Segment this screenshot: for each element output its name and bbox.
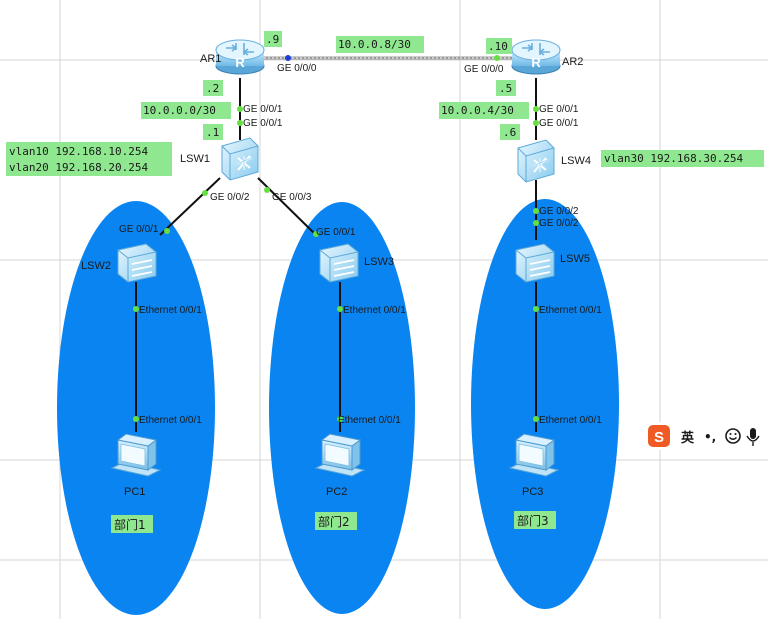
ime-punctuation-toggle[interactable]: •, [704,430,716,444]
switch-lsw2-icon[interactable] [117,243,157,283]
host-label-ar1-9: .9 [266,33,279,46]
network-label-10-0-0-0: 10.0.0.0/30 [143,104,216,117]
device-label-lsw4: LSW4 [561,155,591,167]
vlan-note-lsw1-line1: vlan10 192.168.10.254 [9,145,148,158]
device-label-ar1: AR1 [200,53,221,65]
link-lsw1-lsw3 [257,177,317,236]
port-label-ar2-ge000: GE 0/0/0 [464,64,504,75]
port-label-ar1-ge000: GE 0/0/0 [277,63,317,74]
port-label-ar1-ge001: GE 0/0/1 [243,104,283,115]
device-label-lsw1: LSW1 [180,153,210,165]
microphone-icon[interactable] [746,428,760,446]
port-label-pc3-eth001: Ethernet 0/0/1 [539,415,602,426]
port-label-pc1-eth001: Ethernet 0/0/1 [139,415,202,426]
port-label-lsw4-ge002: GE 0/0/2 [539,206,579,217]
ime-language-toggle[interactable]: 英 [680,430,695,446]
device-label-lsw2: LSW2 [81,260,111,272]
host-label-lsw1-1: .1 [206,126,219,139]
annotation-boxes: .9 10.0.0.8/30 .10 .2 10.0.0.0/30 .1 .5 … [6,31,764,533]
port-label-lsw2-ge001: GE 0/0/1 [119,224,159,235]
switch-lsw1-icon[interactable] [221,137,259,181]
host-label-ar1-2: .2 [206,82,219,95]
port-label-lsw4-ge001: GE 0/0/1 [539,118,579,129]
pc1-icon[interactable] [111,433,161,477]
network-label-10-0-0-8: 10.0.0.8/30 [338,38,411,51]
department-2-area [269,202,415,614]
vlan-note-lsw4: vlan30 192.168.30.254 [604,152,743,165]
device-label-pc3: PC3 [522,486,543,498]
switch-lsw5-icon[interactable] [515,243,555,283]
host-label-ar2-5: .5 [499,82,512,95]
pc2-icon[interactable] [315,433,365,477]
port-label-lsw3-eth001: Ethernet 0/0/1 [343,305,406,316]
device-label-pc2: PC2 [326,486,347,498]
svg-text:S: S [654,429,664,446]
port-label-lsw1-ge003: GE 0/0/3 [272,192,312,203]
router-ar1-icon[interactable] [215,39,265,75]
port-dots [133,55,539,422]
port-label-lsw5-eth001: Ethernet 0/0/1 [539,305,602,316]
router-ar2-icon[interactable] [511,39,561,75]
port-label-lsw3-ge001: GE 0/0/1 [316,227,356,238]
department-label-3: 部门3 [517,513,549,528]
device-label-ar2: AR2 [562,56,583,68]
device-label-lsw3: LSW3 [364,256,394,268]
smiley-icon[interactable] [725,428,741,444]
link-lsw1-lsw2 [159,177,221,236]
department-label-1: 部门1 [114,517,146,532]
device-label-pc1: PC1 [124,486,145,498]
device-label-lsw5: LSW5 [560,253,590,265]
host-label-ar2-10: .10 [488,40,508,53]
switch-lsw4-icon[interactable] [517,139,555,183]
department-3-area [471,199,619,609]
network-label-10-0-0-4: 10.0.0.4/30 [441,104,514,117]
vlan-note-lsw1-line2: vlan20 192.168.20.254 [9,161,148,174]
port-label-pc2-eth001: Ethernet 0/0/1 [338,415,401,426]
port-label-ar2-ge001: GE 0/0/1 [539,104,579,115]
pc3-icon[interactable] [509,433,559,477]
department-label-2: 部门2 [318,514,350,529]
ime-toolbar[interactable]: S 英 •, [644,422,768,450]
sogou-logo-icon[interactable]: S [648,425,670,447]
switch-lsw3-icon[interactable] [319,243,359,283]
port-label-lsw2-eth001: Ethernet 0/0/1 [139,305,202,316]
port-label-lsw1-ge002: GE 0/0/2 [210,192,250,203]
host-label-lsw4-6: .6 [503,126,516,139]
port-label-lsw1-ge001: GE 0/0/1 [243,118,283,129]
port-label-lsw5-ge002: GE 0/0/2 [539,218,579,229]
